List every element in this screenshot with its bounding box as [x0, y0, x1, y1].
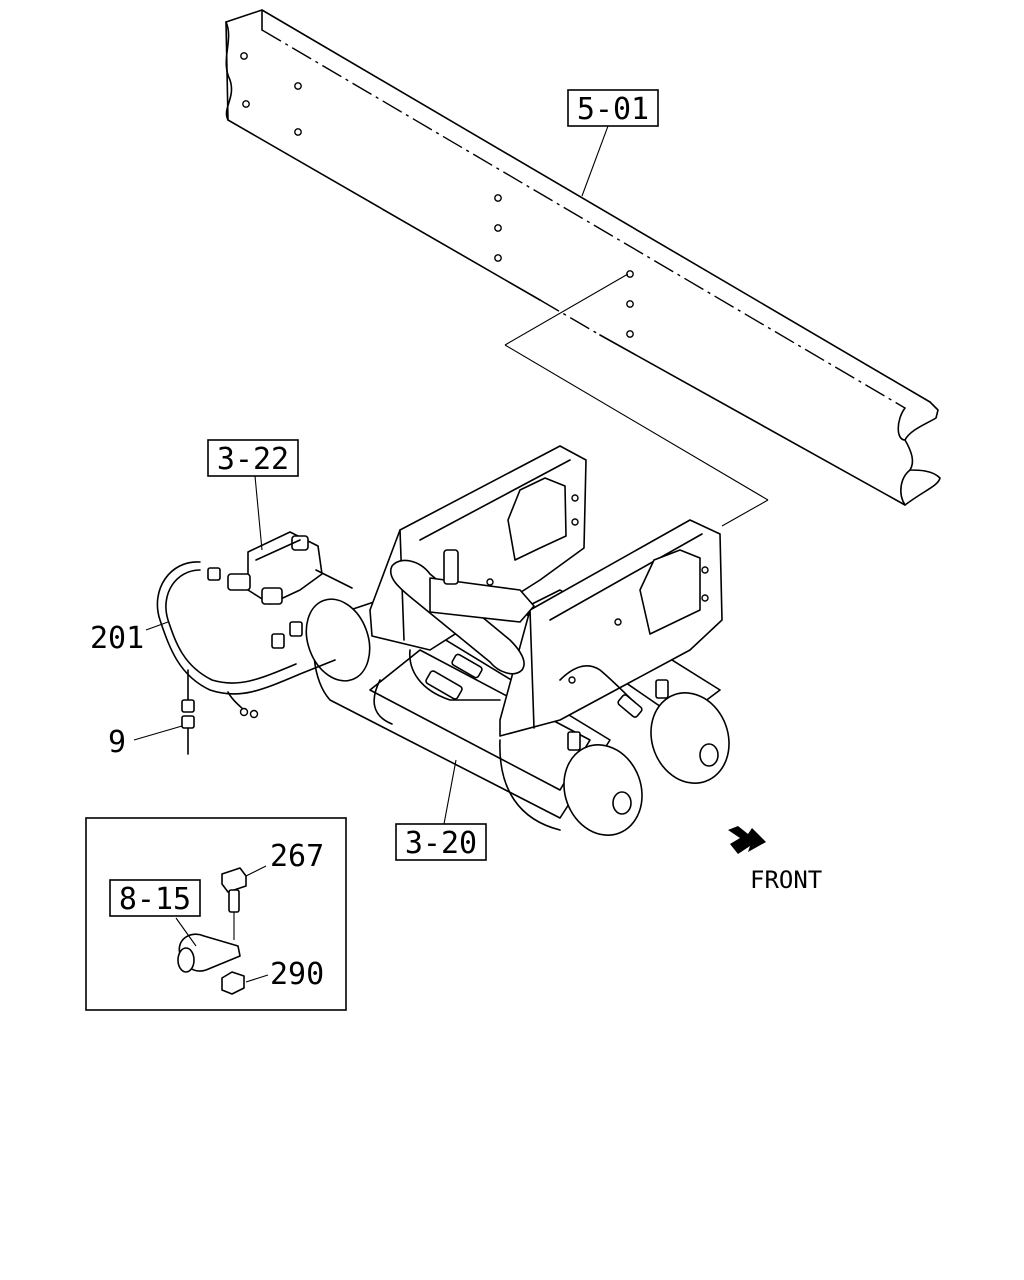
callout-8-15: 8-15 — [109, 879, 201, 917]
front-arrow-icon — [728, 826, 766, 854]
air-tank-assembly — [305, 445, 730, 836]
part-201-label: 201 — [90, 621, 144, 656]
valve-and-harness — [156, 531, 353, 755]
leader-lines — [133, 125, 609, 983]
callout-3-20: 3-20 — [395, 823, 487, 861]
callout-3-22-label: 3-22 — [217, 442, 289, 477]
part-267-label: 267 — [270, 839, 324, 874]
part-9-label: 9 — [108, 725, 126, 760]
callout-5-01: 5-01 — [567, 89, 659, 127]
frame-rail — [225, 9, 941, 506]
part-290-label: 290 — [270, 957, 324, 992]
callout-3-22: 3-22 — [207, 439, 299, 477]
callout-5-01-label: 5-01 — [577, 92, 649, 127]
front-direction-label: FRONT — [750, 866, 822, 894]
callout-8-15-label: 8-15 — [119, 882, 191, 917]
callout-3-20-label: 3-20 — [405, 826, 477, 861]
